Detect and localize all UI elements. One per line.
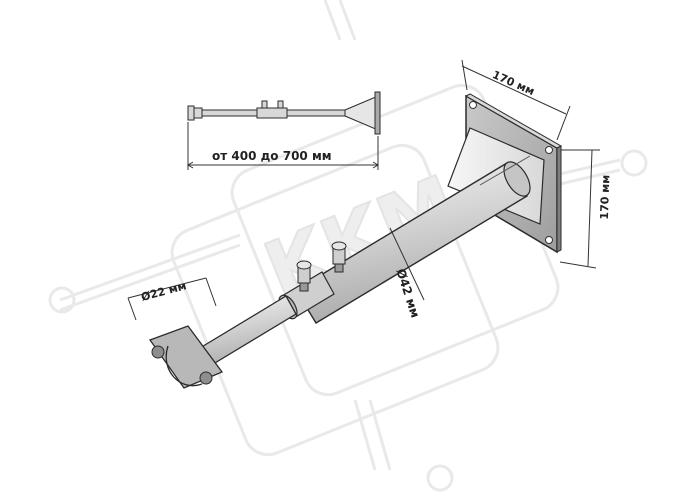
plate-hole-bottom-right	[545, 236, 553, 244]
inset-side-view	[187, 91, 381, 135]
clamp-bolt-lower	[199, 371, 213, 385]
locking-bolt-left	[296, 260, 312, 292]
clamp-diameter-dimension	[127, 277, 217, 321]
pipe-clamp	[148, 325, 224, 389]
clamp-diameter-label: Ø22 мм	[140, 279, 188, 304]
length-range-label: от 400 до 700 мм	[212, 149, 332, 163]
plate-height-dimension	[559, 149, 600, 269]
length-dimension	[187, 122, 379, 170]
plate-width-label: 170 мм	[490, 68, 536, 98]
pipe-diameter-dimension	[389, 227, 425, 301]
plate-hole-top-left	[469, 101, 477, 109]
locking-bolt-right	[331, 241, 347, 273]
clamp-bolt-upper	[151, 345, 165, 359]
pipe-diameter-label: Ø42 мм	[393, 267, 422, 320]
plate-hole-top-right	[545, 146, 553, 154]
plate-width-dimension	[461, 59, 571, 141]
plate-height-label: 170 мм	[598, 175, 613, 220]
main-tube	[295, 155, 531, 324]
